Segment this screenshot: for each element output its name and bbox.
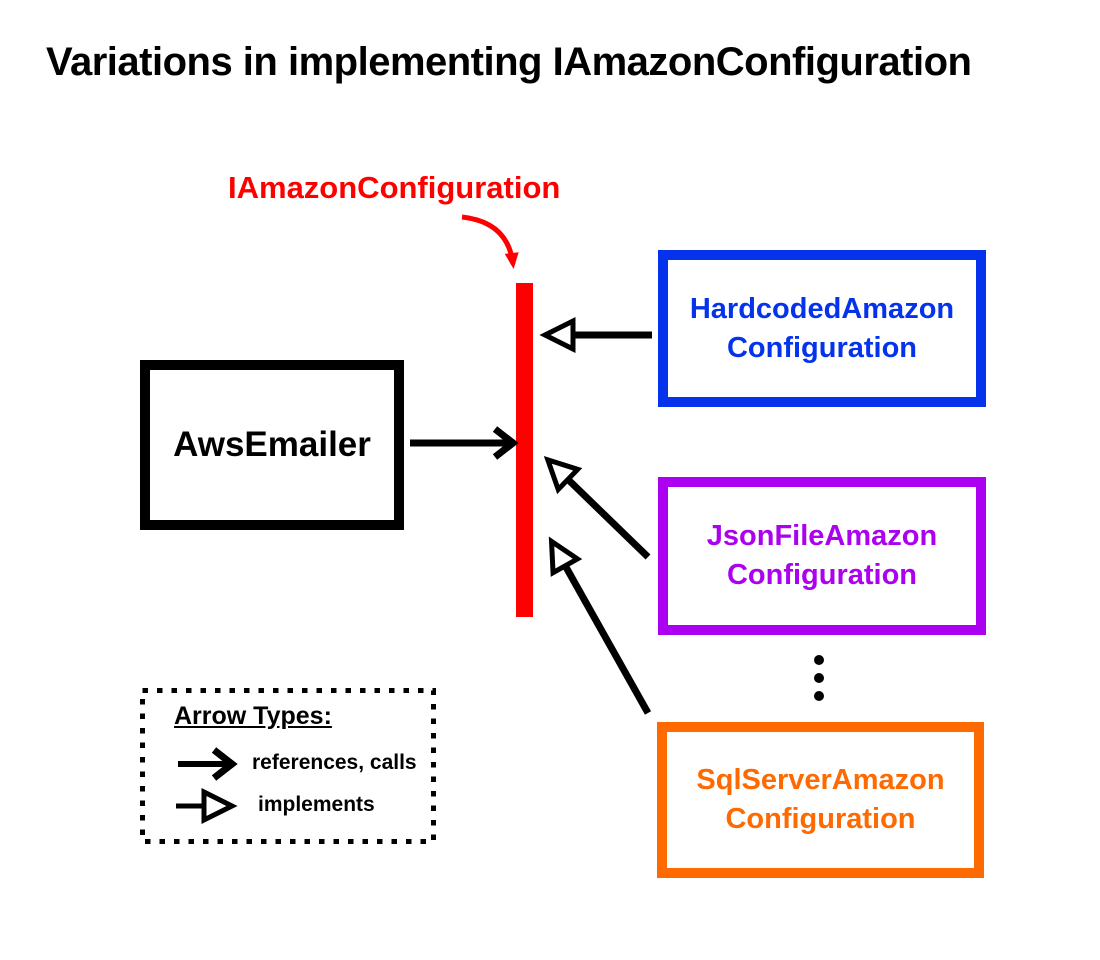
interface-bar	[516, 283, 533, 617]
node-hardcoded-label-line2: Configuration	[726, 331, 918, 364]
node-sqlserver-amazon-configuration: SqlServerAmazon Configuration	[657, 722, 984, 878]
node-jsonfile-label-line2: Configuration	[726, 559, 918, 591]
node-aws-emailer: AwsEmailer	[140, 360, 404, 530]
interface-label: IAmazonConfiguration	[228, 170, 561, 205]
node-sqlserver-label-line1: SqlServerAmazon	[696, 764, 945, 796]
arrow-sqlserver-implements	[548, 536, 652, 715]
node-hardcoded-label-line1: HardcodedAmazon	[689, 292, 955, 325]
interface-label-pointer-arrow	[461, 214, 519, 269]
legend-border	[140, 688, 436, 844]
arrow-jsonfile-implements	[543, 456, 651, 560]
node-hardcoded-amazon-configuration: HardcodedAmazon Configuration	[658, 250, 986, 407]
node-aws-emailer-label: AwsEmailer	[173, 425, 371, 464]
legend-item-implements: implements	[258, 793, 375, 816]
node-sqlserver-label-line2: Configuration	[725, 803, 916, 835]
page-title: Variations in implementing IAmazonConfig…	[46, 40, 972, 84]
node-jsonfile-amazon-configuration: JsonFileAmazon Configuration	[658, 477, 986, 635]
vertical-ellipsis-icon	[814, 655, 824, 701]
legend-item-references-calls: references, calls	[252, 751, 417, 774]
legend-title: Arrow Types:	[174, 702, 332, 730]
node-jsonfile-label-line1: JsonFileAmazon	[706, 520, 938, 552]
